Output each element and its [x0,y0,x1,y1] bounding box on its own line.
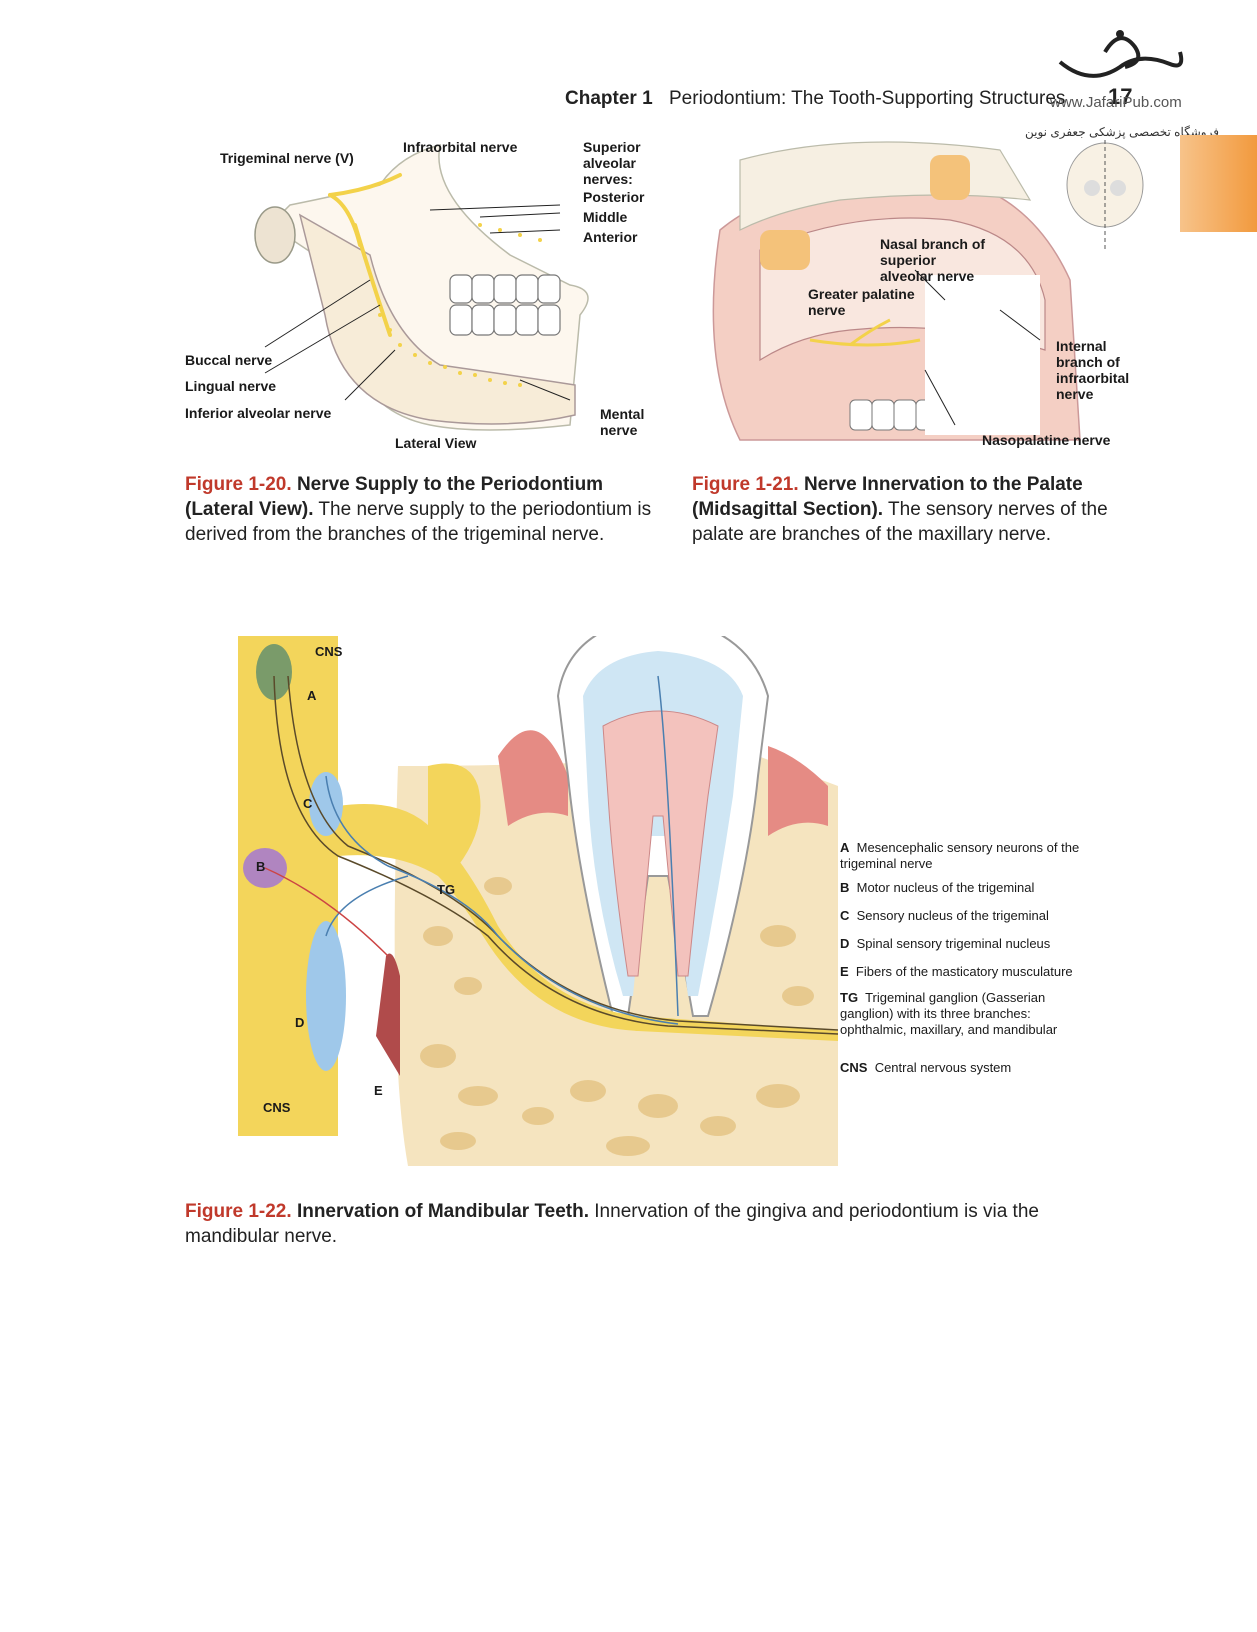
legend-item: D Spinal sensory trigeminal nucleus [840,936,1051,951]
legend-item: B Motor nucleus of the trigeminal [840,880,1035,895]
label-e: E [374,1083,383,1098]
publisher-url: www.JafariPub.com [1050,94,1182,111]
chapter-label: Chapter 1 [565,88,653,109]
caption-text: Innervation of the gingiva and periodont… [185,1201,1039,1247]
label-buccal-nerve: Buccal nerve [185,352,273,368]
label-tg: TG [437,882,456,897]
label-internal-branch: Internal branch of infraorbital nerve [1056,338,1130,402]
caption-title: Innervation of Mandibular Teeth. [296,1201,589,1222]
legend-item: CNS Central nervous system [840,1060,1012,1075]
label-cns-top: CNS [315,644,343,659]
caption-title: Nerve Innervation to the Palate (Midsagi… [692,474,1083,520]
caption-figure-1-20: Figure 1-20. Nerve Supply to the Periodo… [185,472,655,547]
figure-1-22-legend: A Mesencephalic sensory neurons of the t… [840,840,1100,1076]
label-anterior: Anterior [583,229,638,245]
caption-figure-1-22: Figure 1-22. Innervation of Mandibular T… [185,1199,1085,1249]
chapter-title: Periodontium: The Tooth-Supporting Struc… [669,88,1066,109]
caption-title: Nerve Supply to the Periodontium (Latera… [185,474,604,520]
chapter-tab [1180,135,1257,232]
label-c: C [303,796,313,811]
label-greater-palatine-nerve: Greater palatine nerve [808,286,915,318]
label-a: A [307,688,317,703]
page-number: 17 [1108,84,1133,109]
caption-text: The sensory nerves of the palate are bra… [692,499,1108,545]
label-posterior: Posterior [583,189,645,205]
publisher-store: فروشگاه تخصصی پزشکی جعفری نوین [1025,125,1219,139]
legend-item: TG Trigeminal ganglion (Gasserian gangli… [840,990,1058,1037]
legend-item: E Fibers of the masticatory musculature [840,964,1073,979]
label-trigeminal-nerve: Trigeminal nerve (V) [220,150,354,166]
label-cns-bottom: CNS [263,1100,291,1115]
label-b: B [256,859,266,874]
caption-text: The nerve supply to the periodontium is … [185,499,652,545]
caption-number: Figure 1-22. [185,1201,292,1222]
label-lateral-view: Lateral View [395,435,477,451]
figure-1-22-illustration [238,614,839,1166]
legend-item: A Mesencephalic sensory neurons of the t… [840,840,1080,871]
caption-figure-1-21: Figure 1-21. Nerve Innervation to the Pa… [692,472,1162,547]
figure-1-20-illustration [180,135,660,455]
label-middle: Middle [583,209,628,225]
label-nasal-branch: Nasal branch of superior alveolar nerve [880,236,986,284]
publisher-logo [1050,22,1190,92]
label-d: D [295,1015,305,1030]
label-superior-alveolar-nerves: Superior alveolar nerves: [583,139,641,187]
label-lingual-nerve: Lingual nerve [185,378,277,394]
caption-number: Figure 1-20. [185,474,292,495]
figure-1-21-illustration [700,140,1180,450]
label-infraorbital-nerve: Infraorbital nerve [403,139,518,155]
label-nasopalatine-nerve: Nasopalatine nerve [982,432,1111,448]
label-inferior-alveolar-nerve: Inferior alveolar nerve [185,405,332,421]
label-mental-nerve: Mental nerve [600,406,645,438]
caption-number: Figure 1-21. [692,474,799,495]
legend-item: C Sensory nucleus of the trigeminal [840,908,1049,923]
